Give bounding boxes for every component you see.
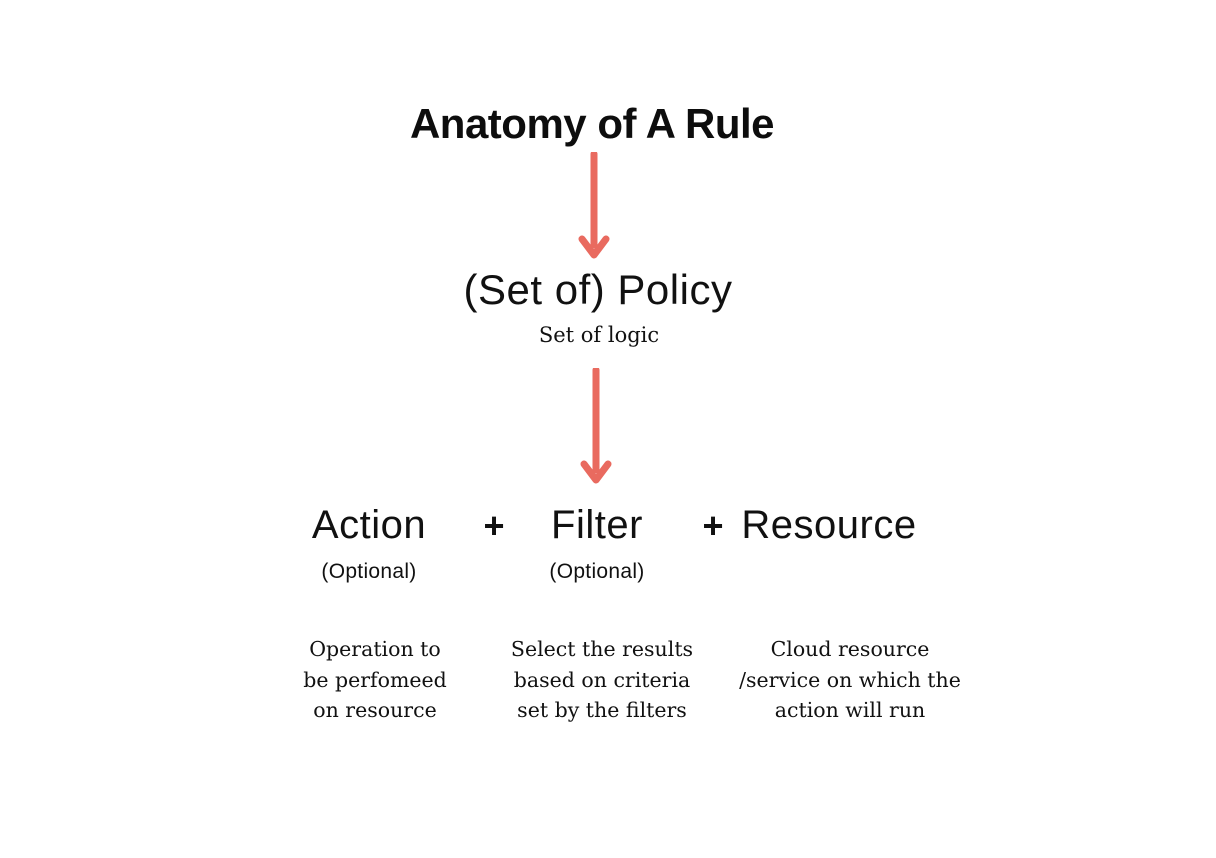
policy-label: (Set of) Policy bbox=[463, 266, 733, 313]
filter-description: Select the results based on criteria set… bbox=[510, 637, 694, 722]
arrow-down-icon bbox=[580, 368, 612, 484]
filter-label: Filter bbox=[551, 503, 643, 547]
resource-description: Cloud resource /service on which the act… bbox=[739, 637, 961, 722]
action-optional-label: (Optional) bbox=[321, 560, 417, 583]
diagram-title: Anatomy of A Rule bbox=[409, 100, 775, 147]
action-description: Operation to be perfomeed on resource bbox=[303, 637, 447, 722]
resource-label: Resource bbox=[741, 503, 917, 547]
policy-sublabel: Set of logic bbox=[538, 323, 660, 347]
action-label: Action bbox=[311, 503, 427, 547]
arrow-head bbox=[578, 235, 610, 259]
plus-icon: + bbox=[483, 505, 505, 546]
filter-optional-label: (Optional) bbox=[549, 560, 645, 583]
plus-icon: + bbox=[702, 505, 724, 546]
arrow-down-icon bbox=[578, 152, 610, 259]
arrow-head bbox=[580, 460, 612, 484]
